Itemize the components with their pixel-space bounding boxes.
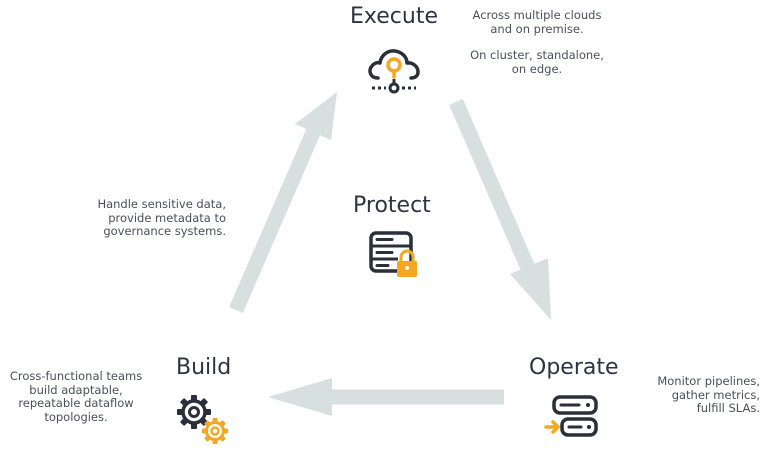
arrow-build-to-execute xyxy=(229,92,337,313)
arrow-execute-to-operate xyxy=(449,99,551,320)
execute-description: Across multiple clouds and on premise. O… xyxy=(462,8,612,76)
execute-desc-line: and on premise. xyxy=(490,21,584,36)
cloud-icon xyxy=(368,49,420,94)
execute-desc-line: Across multiple clouds xyxy=(472,8,602,22)
server-arrow-icon xyxy=(544,395,598,437)
protect-description: Handle sensitive data, provide metadata … xyxy=(80,197,226,239)
protect-title: Protect xyxy=(353,193,431,218)
gears-icon xyxy=(177,395,228,444)
arrow-operate-to-build xyxy=(268,378,504,416)
server-lock-icon xyxy=(369,231,417,277)
build-desc-line: repeatable dataflow xyxy=(18,396,134,410)
protect-desc-line: provide metadata to xyxy=(108,210,226,225)
operate-description: Monitor pipelines, gather metrics, fulfi… xyxy=(620,374,760,416)
operate-desc-line: gather metrics, xyxy=(671,387,760,402)
build-title: Build xyxy=(176,355,232,380)
execute-desc-line: on edge. xyxy=(511,61,563,76)
operate-desc-line: fulfill SLAs. xyxy=(696,401,760,415)
execute-title: Execute xyxy=(350,4,438,29)
build-description: Cross-functional teams build adaptable, … xyxy=(0,369,152,424)
build-desc-line: Cross-functional teams xyxy=(9,369,143,383)
execute-desc-line: On cluster, standalone, xyxy=(470,48,604,62)
protect-desc-line: governance systems. xyxy=(103,224,226,238)
operate-desc-line: Monitor pipelines, xyxy=(657,374,760,388)
build-desc-line: build adaptable, xyxy=(29,382,123,397)
operate-title: Operate xyxy=(529,355,619,380)
build-desc-line: topologies. xyxy=(44,409,108,424)
protect-desc-line: Handle sensitive data, xyxy=(97,197,226,211)
